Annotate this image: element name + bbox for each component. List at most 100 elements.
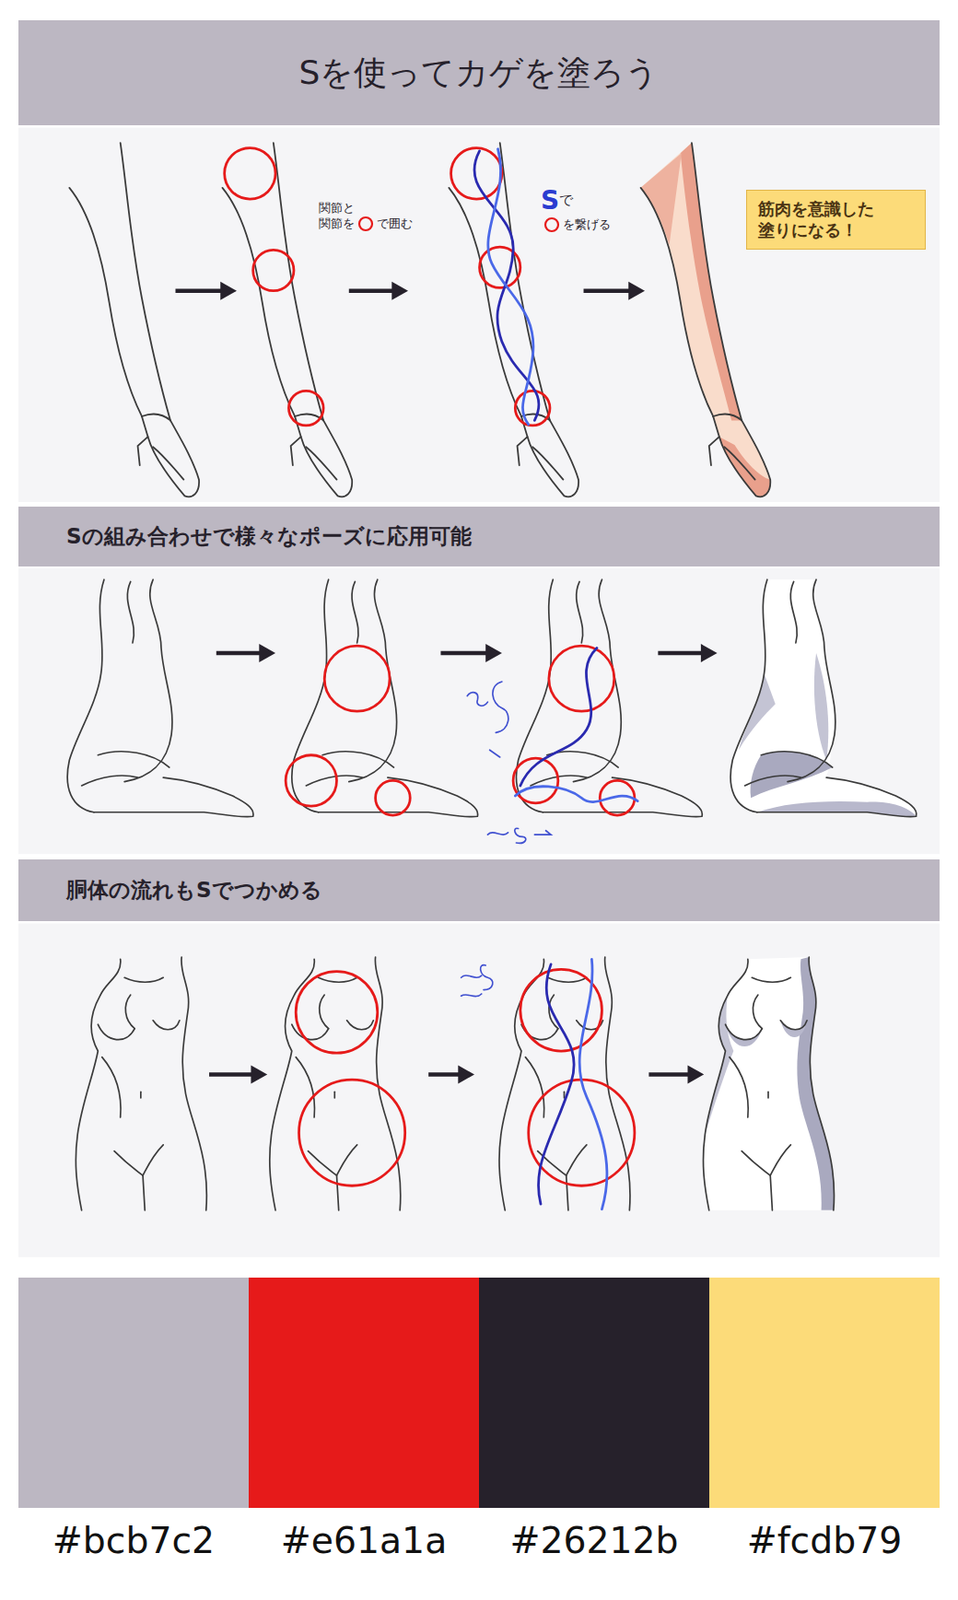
section-band: Sの組み合わせで様々なポーズに応用可能 <box>18 506 940 567</box>
handwritten-mark <box>492 681 509 733</box>
node-text: 胴体の流れもSでつかめる <box>66 876 323 905</box>
step-arrow <box>175 281 718 1085</box>
joint-circle <box>520 969 603 1052</box>
step-arrow <box>648 1072 692 1076</box>
shaded-kneeling <box>738 673 776 750</box>
joint-circle <box>285 645 635 816</box>
s-curve <box>514 647 638 802</box>
leg-drawing <box>448 142 579 497</box>
red-circle-mark <box>543 216 561 234</box>
step-arrow <box>584 289 633 293</box>
palette-entry: #bcb7c2 <box>18 1277 249 1582</box>
handwritten-mark <box>487 832 508 835</box>
s-curve <box>474 149 539 425</box>
s-curve <box>537 964 574 1204</box>
annotation-line: を繋げる <box>540 216 611 234</box>
joint-circle <box>299 1079 406 1186</box>
shaded-kneeling <box>730 579 917 818</box>
red-circle-mark <box>359 217 373 231</box>
joint-circle <box>253 249 294 291</box>
step-arrow <box>628 281 645 301</box>
color-swatch <box>479 1277 710 1508</box>
step-arrow <box>250 1065 268 1085</box>
panel <box>18 568 940 854</box>
shaded-kneeling <box>730 579 917 818</box>
handwritten-mark <box>480 965 493 991</box>
shaded-leg <box>680 142 742 421</box>
color-swatch <box>248 1277 479 1508</box>
handwritten-mark <box>467 692 488 707</box>
handwritten-mark <box>461 975 482 978</box>
section-band: 胴体の流れもSでつかめる <box>18 859 940 922</box>
joint-circle <box>285 755 337 807</box>
annotation-line: 関節を で囲む <box>318 215 413 233</box>
color-swatch <box>18 1277 249 1508</box>
palette: #bcb7c2#e61a1a#26212b#fcdb79 <box>18 1277 940 1582</box>
hex-code: #bcb7c2 <box>18 1518 249 1562</box>
step-arrow <box>220 281 237 301</box>
joint-circle <box>375 780 411 816</box>
s-curve <box>579 958 608 1209</box>
shaded-torso <box>702 957 834 1211</box>
step-arrow <box>216 651 264 655</box>
handwritten-mark <box>490 749 501 758</box>
kneeling-drawing <box>516 579 703 818</box>
annotation-text: 関節を <box>318 216 355 232</box>
shaded-kneeling <box>814 653 829 760</box>
joint-circle <box>528 1079 635 1186</box>
joint-circle <box>514 390 550 426</box>
step-arrow <box>428 1072 463 1076</box>
kneeling-drawing <box>67 579 254 818</box>
shaded-torso <box>702 957 834 1211</box>
joint-circle <box>295 969 635 1186</box>
shaded-kneeling <box>730 579 917 818</box>
step-arrow <box>687 1065 704 1085</box>
joint-circle <box>224 148 550 426</box>
palette-entry: #26212b <box>479 1277 710 1582</box>
step-arrow <box>258 643 276 663</box>
kneeling-drawing <box>292 579 479 818</box>
annotation: Sで を繋げる <box>540 184 611 234</box>
shaded-leg <box>641 152 682 246</box>
step-arrow <box>209 1072 256 1076</box>
step-arrow <box>657 651 705 655</box>
title-band: Sを使ってカゲを塗ろう <box>18 20 940 126</box>
panel <box>18 923 940 1258</box>
red-circle-mark <box>545 218 559 232</box>
step-arrow <box>440 651 490 655</box>
handwritten-mark <box>461 965 493 997</box>
handwritten-mark <box>467 681 551 843</box>
palette-entry: #e61a1a <box>248 1277 479 1582</box>
joint-circle <box>324 645 390 712</box>
torso-drawing <box>75 957 207 1211</box>
callout-box: 筋肉を意識した 塗りになる！ <box>746 189 926 250</box>
palette-entry: #fcdb79 <box>709 1277 940 1582</box>
handwritten-mark <box>461 993 482 997</box>
annotation-text: で <box>559 191 573 210</box>
step-arrow <box>700 643 718 663</box>
red-circle-mark <box>357 215 374 233</box>
s-curve <box>488 149 534 425</box>
step-arrow <box>485 643 503 663</box>
leg-drawing <box>69 142 199 497</box>
annotation-text: を繋げる <box>562 217 611 233</box>
s-curve <box>537 958 608 1209</box>
annotation: 関節と 関節を で囲む <box>318 200 413 233</box>
hex-code: #26212b <box>479 1518 710 1562</box>
node-text: Sの組み合わせで様々なポーズに応用可能 <box>66 522 472 551</box>
step-arrow <box>457 1065 475 1085</box>
s-curve <box>514 786 638 803</box>
annotation-text: で囲む <box>376 216 413 232</box>
hex-code: #e61a1a <box>248 1518 479 1562</box>
annotation-text: S <box>540 184 560 217</box>
handwritten-mark <box>534 830 551 835</box>
hex-code: #fcdb79 <box>709 1518 940 1562</box>
step-arrow <box>391 281 409 301</box>
annotation-line: Sで <box>540 184 611 217</box>
annotation-text: 関節と <box>318 200 355 216</box>
joint-circle <box>224 148 276 199</box>
color-swatch <box>709 1277 940 1508</box>
page-title: Sを使ってカゲを塗ろう <box>299 50 660 96</box>
shaded-torso <box>702 957 834 1211</box>
shaded-kneeling <box>757 801 917 818</box>
